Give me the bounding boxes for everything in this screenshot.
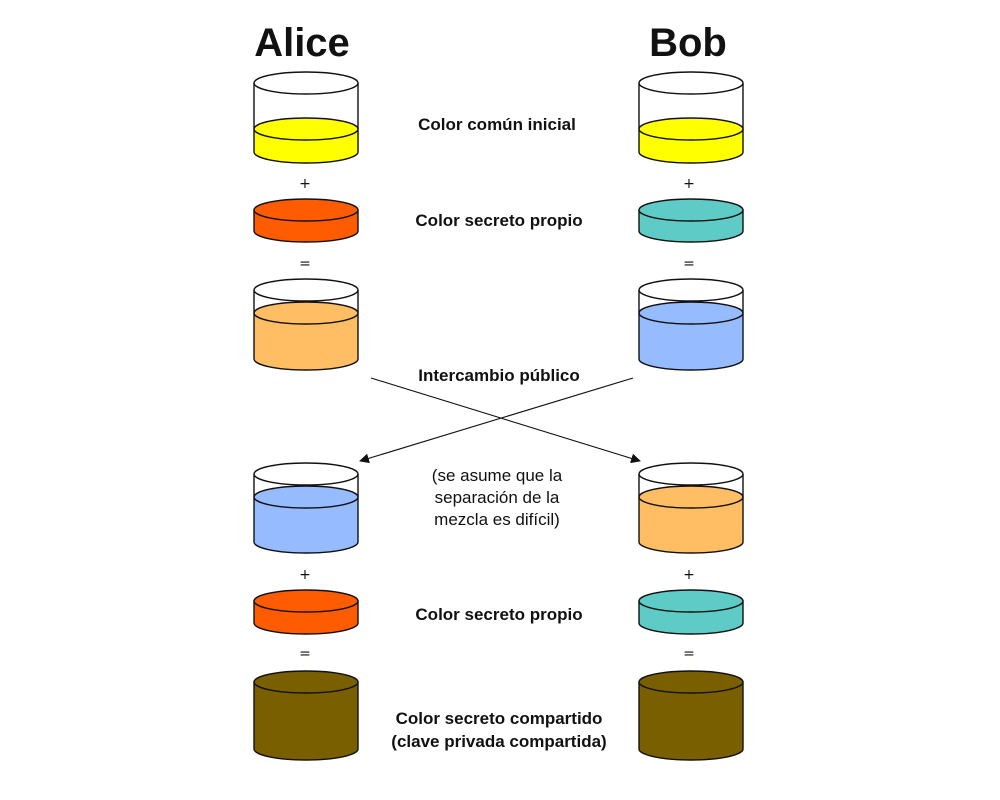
alice-received-beaker-liquid bbox=[254, 497, 358, 553]
label-own-secret-2: Color secreto propio bbox=[415, 605, 582, 624]
bob-mix-beaker-surface bbox=[638, 301, 744, 325]
alice-equals-1: = bbox=[299, 256, 311, 272]
alice-secret-disc-2-top bbox=[253, 589, 359, 613]
alice-received-beaker-surface bbox=[253, 485, 359, 509]
bob-received-beaker-rim bbox=[638, 462, 744, 486]
alice-received-beaker bbox=[253, 462, 359, 554]
alice-shared-cylinder bbox=[253, 670, 359, 761]
alice-common-beaker-surface bbox=[253, 117, 359, 141]
bob-secret-disc-2 bbox=[638, 589, 744, 635]
alice-plus-1: + bbox=[299, 176, 311, 192]
operators: + + = = + + = = bbox=[299, 176, 695, 662]
bob-shared-cylinder-body bbox=[638, 681, 744, 761]
bob-shared-cylinder bbox=[638, 670, 744, 761]
alice-mix-beaker-bottom bbox=[253, 358, 359, 371]
alice-mix-beaker-liquid bbox=[254, 313, 358, 370]
alice-received-beaker-rim bbox=[253, 462, 359, 486]
bob-heading: Bob bbox=[649, 21, 727, 65]
alice-heading: Alice bbox=[254, 21, 350, 65]
bob-mix-beaker-rim bbox=[638, 278, 744, 302]
label-shared-line-1: Color secreto compartido bbox=[396, 709, 603, 728]
alice-secret-disc-top bbox=[253, 198, 359, 222]
note-line-3: mezcla es difícil) bbox=[434, 510, 560, 529]
bob-received-beaker-liquid bbox=[639, 497, 743, 553]
bob-secret-disc-2-top bbox=[638, 589, 744, 613]
alice-equals-2: = bbox=[299, 646, 311, 662]
alice-received-beaker-bottom bbox=[253, 541, 359, 554]
note-line-1: (se asume que la bbox=[432, 466, 563, 485]
alice-mix-beaker bbox=[253, 278, 359, 371]
note-line-2: separación de la bbox=[435, 488, 560, 507]
label-shared-line-2: (clave privada compartida) bbox=[391, 732, 606, 751]
bob-mix-beaker bbox=[638, 278, 744, 371]
bob-secret-disc-top bbox=[638, 198, 744, 222]
bob-plus-1: + bbox=[683, 176, 695, 192]
bob-common-beaker-bottom bbox=[638, 151, 744, 164]
alice-mix-beaker-surface bbox=[253, 301, 359, 325]
label-own-secret-1: Color secreto propio bbox=[415, 211, 582, 230]
alice-shared-cylinder-body bbox=[253, 681, 359, 761]
label-common-color: Color común inicial bbox=[418, 115, 576, 134]
alice-secret-disc bbox=[253, 198, 359, 243]
alice-common-beaker-bottom bbox=[253, 151, 359, 164]
bob-common-beaker-rim bbox=[638, 71, 744, 95]
alice-common-beaker bbox=[253, 71, 359, 164]
bob-shared-cylinder-top bbox=[638, 670, 744, 694]
alice-shared-cylinder-top bbox=[253, 670, 359, 694]
alice-plus-2: + bbox=[299, 567, 311, 583]
bob-secret-disc bbox=[638, 198, 744, 243]
alice-mix-beaker-rim bbox=[253, 278, 359, 302]
bob-received-beaker-surface bbox=[638, 485, 744, 509]
label-public-exchange: Intercambio público bbox=[418, 366, 580, 385]
bob-plus-2: + bbox=[683, 567, 695, 583]
bob-common-beaker-surface bbox=[638, 117, 744, 141]
arrow-alice-to-bob bbox=[370, 377, 641, 464]
bob-received-beaker bbox=[638, 462, 744, 554]
arrow-bob-to-alice bbox=[359, 377, 634, 464]
bob-received-beaker-bottom bbox=[638, 541, 744, 554]
bob-mix-beaker-liquid bbox=[639, 313, 743, 370]
bob-equals-1: = bbox=[683, 256, 695, 272]
alice-secret-disc-2 bbox=[253, 589, 359, 635]
bob-common-beaker bbox=[638, 71, 744, 164]
alice-common-beaker-rim bbox=[253, 71, 359, 95]
bob-mix-beaker-bottom bbox=[638, 358, 744, 371]
vessels bbox=[253, 71, 744, 761]
bob-equals-2: = bbox=[683, 646, 695, 662]
